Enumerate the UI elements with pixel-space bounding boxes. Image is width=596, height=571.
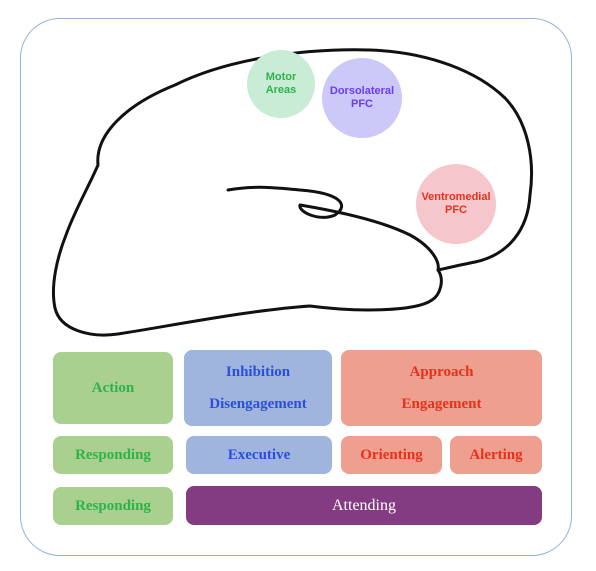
- responding-bottom-box: Responding: [53, 487, 173, 525]
- executive-box: Executive: [186, 436, 332, 474]
- motor-areas-label: Motor Areas: [265, 71, 297, 96]
- action-label: Action: [91, 379, 135, 396]
- attending-label: Attending: [332, 496, 396, 514]
- alerting-label: Alerting: [469, 446, 523, 463]
- approach-engagement-box: Approach Engagement: [341, 350, 542, 426]
- motor-areas-region: Motor Areas: [247, 50, 315, 118]
- inhibition-disengagement-box: Inhibition Disengagement: [184, 350, 332, 426]
- diagram-frame: [20, 18, 572, 556]
- engagement-label: Engagement: [401, 396, 482, 412]
- orienting-label: Orienting: [360, 446, 423, 463]
- alerting-box: Alerting: [450, 436, 542, 474]
- orienting-box: Orienting: [341, 436, 442, 474]
- executive-label: Executive: [227, 446, 291, 463]
- responding-middle-box: Responding: [53, 436, 173, 474]
- approach-label: Approach: [409, 364, 474, 380]
- inhibition-label: Inhibition: [225, 364, 291, 380]
- disengagement-label: Disengagement: [209, 396, 307, 412]
- dorsolateral-pfc-label: Dorsolateral PFC: [329, 85, 395, 110]
- ventromedial-pfc-label: Ventromedial PFC: [421, 191, 491, 216]
- dorsolateral-pfc-region: Dorsolateral PFC: [322, 58, 402, 138]
- responding-middle-label: Responding: [75, 446, 151, 463]
- responding-bottom-label: Responding: [75, 497, 151, 514]
- ventromedial-pfc-region: Ventromedial PFC: [416, 164, 496, 244]
- attending-bar: Attending: [186, 486, 542, 525]
- action-box: Action: [53, 352, 173, 424]
